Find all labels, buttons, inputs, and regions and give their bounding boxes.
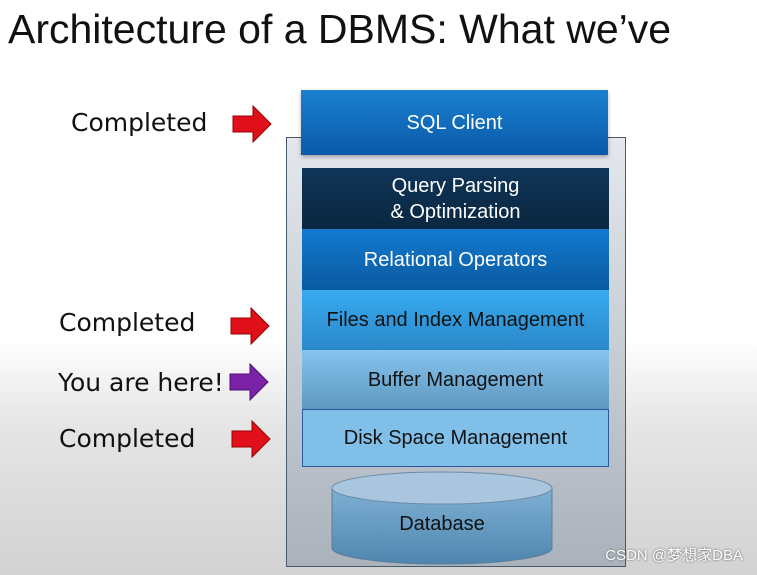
database-cylinder-icon [331,471,553,565]
purple-arrow-icon [229,363,269,401]
watermark: CSDN @梦想家DBA [605,547,743,564]
layer-files-index: Files and Index Management [302,290,609,350]
red-arrow-icon [232,105,272,143]
layer-query-parsing: Query Parsing & Optimization [302,168,609,229]
red-arrow-icon [230,307,270,345]
layer-disk-space: Disk Space Management [302,409,609,467]
layer-relational-operators: Relational Operators [302,229,609,290]
red-arrow-icon [231,420,271,458]
annotation-buffer: You are here! [58,368,224,397]
layer-sql-client: SQL Client [301,90,608,155]
annotation-files: Completed [59,308,196,337]
annotation-sql-client: Completed [71,108,208,137]
layer-database: Database [399,513,485,535]
slide-title: Architecture of a DBMS: What we’ve [8,6,672,52]
annotation-disk: Completed [59,424,196,453]
layer-buffer: Buffer Management [302,350,609,409]
